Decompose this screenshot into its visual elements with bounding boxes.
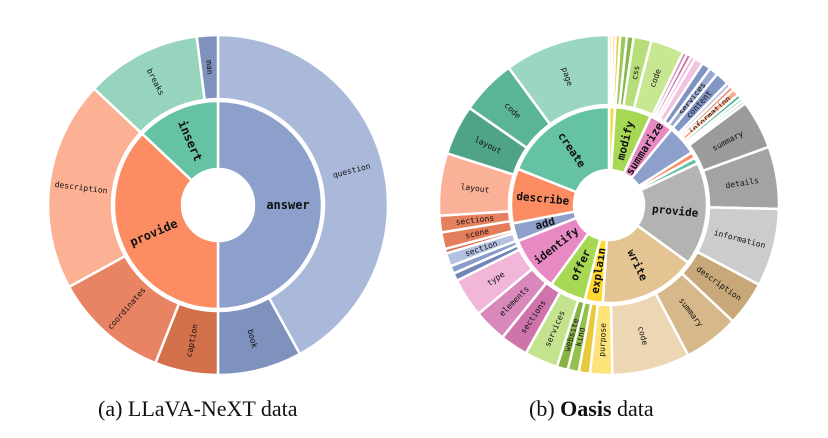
inner-label-answer: answer [266,198,309,212]
inner-label-describe: describe [516,190,570,208]
outer-label-purpose: purpose [597,323,608,357]
figure: answerprovideinsertquestionbookcaptionco… [46,33,781,377]
outer-label-css: css [630,65,642,81]
inner-segment-answer [216,99,324,311]
caption-oasis-bold: Oasis [560,396,612,421]
inner-label-provide: provide [652,203,700,220]
sunburst-chart-llava-next: answerprovideinsertquestionbookcaptionco… [46,33,390,377]
caption-oasis: (b) Oasis data [529,396,654,421]
outer-label-man: man [204,60,214,75]
inner-segment-provide [112,132,220,311]
sunburst-chart-oasis: modifysummarizeprovidewriteexplainofferi… [437,33,781,377]
outer-segment-man [195,33,220,102]
outer-label-sections: sections [455,214,494,227]
outer-label-layout: layout [460,182,490,194]
inner-segment-create [516,105,611,194]
inner-segment-insert [140,99,220,183]
caption-llava-next: (a) LLaVA-NeXT data [98,396,298,421]
outer-segment-page [506,33,611,127]
outer-segment-question [216,33,390,356]
